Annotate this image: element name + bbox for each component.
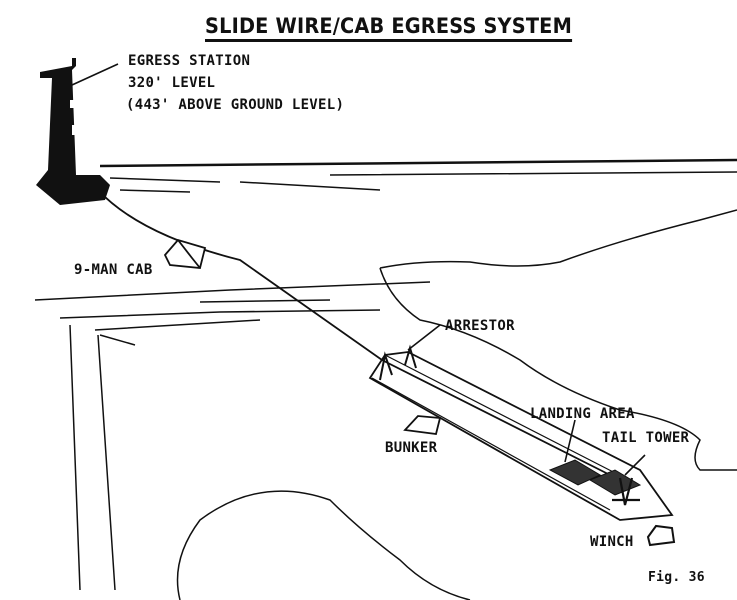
bunker bbox=[403, 415, 442, 435]
label-egress-station: EGRESS STATION bbox=[128, 53, 251, 69]
landing-area bbox=[548, 459, 642, 496]
label-level: 320' LEVEL bbox=[128, 75, 216, 91]
cab bbox=[163, 238, 207, 269]
road bbox=[34, 281, 431, 331]
label-tail-tower: TAIL TOWER bbox=[602, 430, 690, 446]
label-cab: 9-MAN CAB bbox=[74, 262, 153, 278]
label-winch: WINCH bbox=[590, 534, 634, 550]
coastline bbox=[379, 209, 737, 471]
horizon-line bbox=[99, 158, 737, 168]
label-arrestor: ARRESTOR bbox=[445, 318, 515, 334]
diagram-title: SLIDE WIRE/CAB EGRESS SYSTEM bbox=[205, 14, 572, 42]
tail-tower bbox=[612, 477, 640, 506]
coastline-bottom bbox=[176, 490, 471, 600]
label-above-ground: (443' ABOVE GROUND LEVEL) bbox=[126, 97, 345, 113]
label-bunker: BUNKER bbox=[385, 440, 438, 456]
label-landing-area: LANDING AREA bbox=[530, 406, 635, 422]
shore-line bbox=[109, 171, 737, 193]
winch bbox=[646, 524, 676, 547]
slide-wire bbox=[97, 189, 621, 481]
figure-number: Fig. 36 bbox=[648, 570, 705, 585]
road-vertical bbox=[69, 324, 136, 591]
launch-tower bbox=[36, 58, 110, 205]
